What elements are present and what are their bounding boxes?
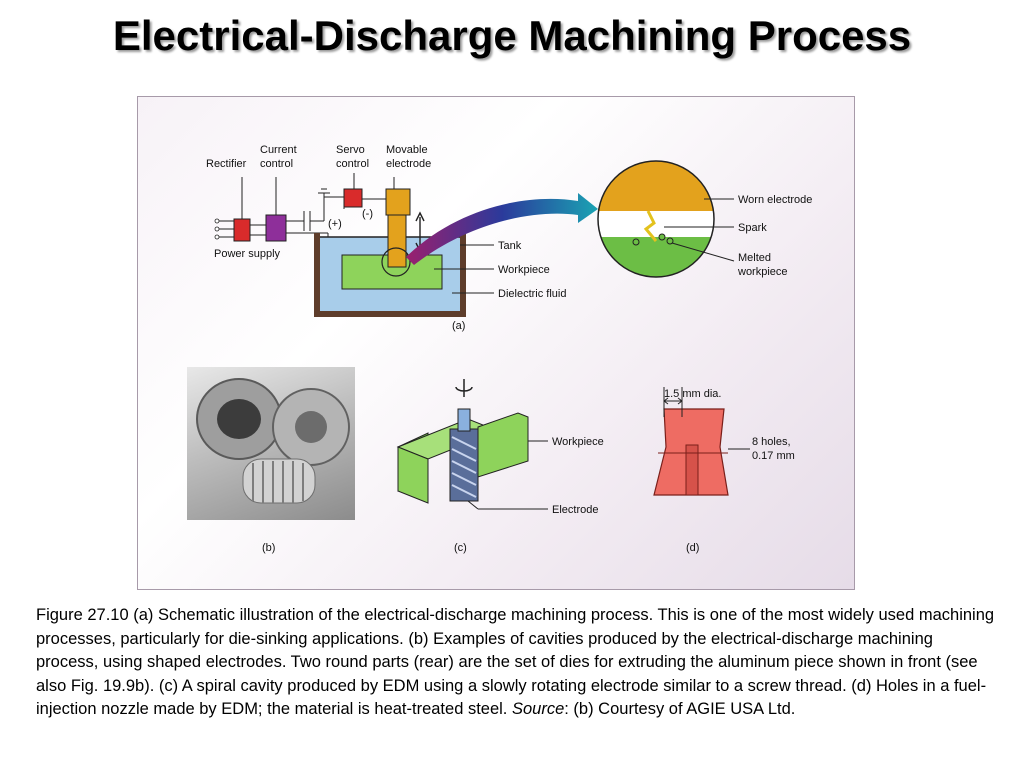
label-rectifier: Rectifier xyxy=(206,158,247,170)
figure-panel: Rectifier Current control Servo control … xyxy=(137,96,855,590)
label-electrode-c: Electrode xyxy=(552,504,598,516)
label-movable-electrode-1: Movable xyxy=(386,144,428,156)
label-melted-1: Melted xyxy=(738,252,771,264)
label-workpiece-c: Workpiece xyxy=(552,436,604,448)
tag-d: (d) xyxy=(686,542,699,554)
label-dia: 1.5 mm dia. xyxy=(664,388,721,400)
caption-text-2: : (b) Courtesy of AGIE USA Ltd. xyxy=(564,700,796,718)
label-power-supply: Power supply xyxy=(214,248,281,260)
label-plus: (+) xyxy=(328,218,342,230)
label-servo-control-2: control xyxy=(336,158,369,170)
tag-c: (c) xyxy=(454,542,467,554)
edm-diagram: Rectifier Current control Servo control … xyxy=(206,144,812,554)
spiral-cavity xyxy=(396,379,529,504)
label-tank: Tank xyxy=(498,240,522,252)
label-workpiece-a: Workpiece xyxy=(498,264,550,276)
caption-source: Source xyxy=(511,700,565,718)
photo-parts-illustration xyxy=(196,378,350,504)
photo-edm-parts xyxy=(187,367,355,520)
label-servo-control-1: Servo xyxy=(336,144,365,156)
label-spark: Spark xyxy=(738,222,767,234)
leaders-a xyxy=(434,198,735,294)
label-dielectric-fluid: Dielectric fluid xyxy=(498,288,566,300)
page-title: Electrical-Discharge Machining Process xyxy=(112,12,912,59)
caption-text-1: Figure 27.10 (a) Schematic illustration … xyxy=(36,606,995,718)
zoom-arrow xyxy=(406,193,598,265)
spark-closeup xyxy=(597,160,715,278)
nozzle xyxy=(653,387,750,496)
label-holes-1: 8 holes, xyxy=(752,436,791,448)
label-minus: (-) xyxy=(362,208,373,220)
label-current-control-2: control xyxy=(260,158,293,170)
label-current-control-1: Current xyxy=(260,144,297,156)
label-holes-2: 0.17 mm xyxy=(752,450,795,462)
label-worn-electrode: Worn electrode xyxy=(738,194,812,206)
power-supply-group xyxy=(214,173,411,298)
tank-group xyxy=(314,211,466,317)
label-movable-electrode-2: electrode xyxy=(386,158,431,170)
tag-a: (a) xyxy=(452,320,465,332)
figure-caption: Figure 27.10 (a) Schematic illustration … xyxy=(36,604,996,722)
label-melted-2: workpiece xyxy=(737,266,788,278)
tag-b: (b) xyxy=(262,542,275,554)
